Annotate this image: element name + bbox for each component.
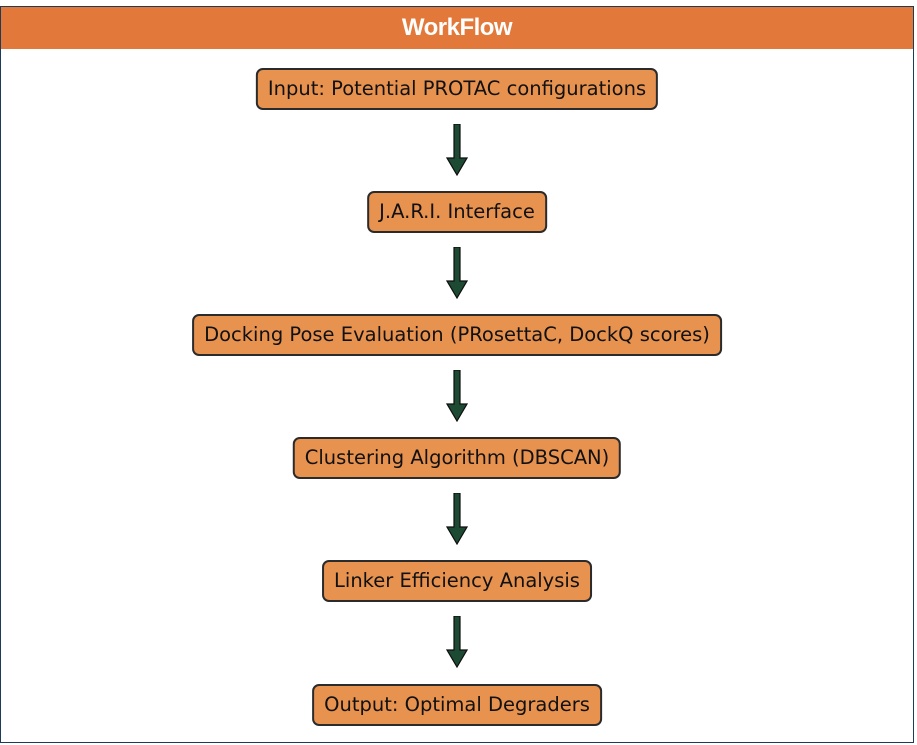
arrow-down-icon xyxy=(446,247,468,299)
header-bar: WorkFlow xyxy=(1,7,913,49)
step-clustering: Clustering Algorithm (DBSCAN) xyxy=(292,437,622,479)
arrow-down-icon xyxy=(446,616,468,668)
arrow-down-icon xyxy=(446,124,468,176)
header-title: WorkFlow xyxy=(401,14,513,41)
workflow-panel: WorkFlow Input: Potential PROTAC configu… xyxy=(0,6,914,743)
arrow-down-icon xyxy=(446,370,468,422)
step-jari-interface: J.A.R.I. Interface xyxy=(367,191,547,233)
step-docking-evaluation: Docking Pose Evaluation (PRosettaC, Dock… xyxy=(192,314,722,356)
step-output: Output: Optimal Degraders xyxy=(312,684,602,726)
step-linker-efficiency: Linker Efficiency Analysis xyxy=(322,560,592,602)
step-input: Input: Potential PROTAC configurations xyxy=(255,68,659,110)
arrow-down-icon xyxy=(446,493,468,545)
